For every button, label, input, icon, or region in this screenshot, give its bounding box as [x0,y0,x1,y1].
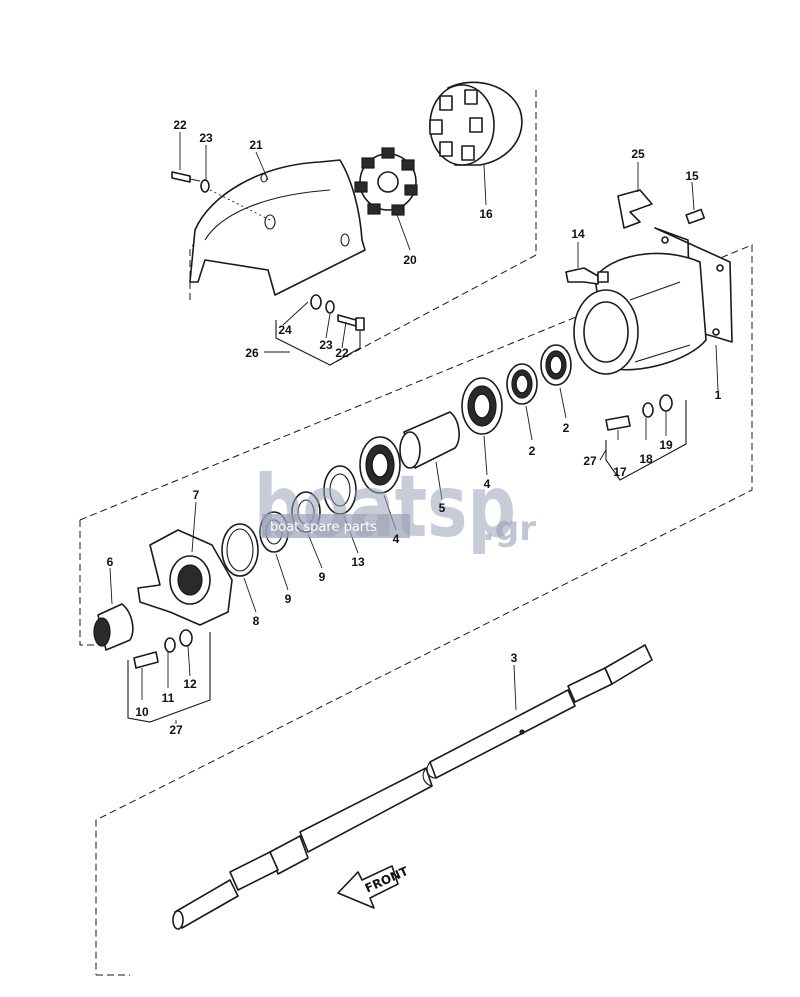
callout-1: 1 [715,388,722,402]
clip-part-25 [617,189,653,229]
hardware-kit-part-26 [275,294,365,366]
pin-part-15 [685,208,706,225]
callout-2: 2 [563,421,570,435]
bearing-holder-part-7 [137,529,233,626]
callout-24: 24 [278,323,292,337]
sleeve-part-6 [93,603,134,651]
callout-27: 27 [169,723,183,737]
callout-25: 25 [631,147,645,161]
callout-numbers: 1 2 2 3 4 4 5 6 7 8 9 9 10 11 12 13 14 1… [107,118,722,737]
front-direction-arrow: FRONT [337,864,411,909]
o-ring-part-8 [221,523,259,577]
callout-5: 5 [439,501,446,515]
callout-21: 21 [249,138,263,152]
hardware-kit-part-27-right [605,394,687,481]
callout-4: 4 [393,532,400,546]
callout-6: 6 [107,555,114,569]
callout-17: 17 [613,465,627,479]
callout-11: 11 [162,691,175,705]
washer-part-23-top [200,179,210,193]
spacer-part-5 [399,411,460,469]
callout-19: 19 [659,438,673,452]
callout-10: 10 [135,705,149,719]
drive-hub-part-16 [429,81,523,166]
callout-20: 20 [403,253,417,267]
callout-3: 3 [511,651,518,665]
watermark-tagline: boat spare parts [270,520,377,535]
callout-9: 9 [319,570,326,584]
impeller-part-20 [354,147,418,216]
bolt-part-22-top [171,171,201,183]
bearing-part-2-a [540,344,572,386]
coupler-cover-part-21 [189,159,366,296]
drive-shaft-part-3 [172,644,653,930]
watermark-brand: boatsp [254,457,516,557]
callout-22: 22 [335,346,349,360]
callout-23: 23 [319,338,333,352]
bearing-part-4-a [461,377,503,435]
callout-23: 23 [199,131,213,145]
callout-14: 14 [571,227,585,241]
callout-13: 13 [351,555,365,569]
callout-16: 16 [479,207,493,221]
watermark: boatsp boat spare parts .gr [254,457,536,557]
bearing-part-2-b [506,363,538,405]
grease-fitting-part-14 [565,267,609,285]
hardware-kit-part-27-left [127,629,211,723]
callout-12: 12 [183,677,197,691]
callout-15: 15 [685,169,699,183]
watermark-tld: .gr [482,509,536,549]
callout-8: 8 [253,614,260,628]
callout-7: 7 [193,488,200,502]
callout-26: 26 [245,346,259,360]
callout-2: 2 [529,444,536,458]
callout-18: 18 [639,452,653,466]
pump-housing-part-1 [573,227,733,375]
callout-27: 27 [583,454,597,468]
bearing-part-4-b [359,436,401,494]
callout-9: 9 [285,592,292,606]
callout-4: 4 [484,477,491,491]
callout-22: 22 [173,118,187,132]
